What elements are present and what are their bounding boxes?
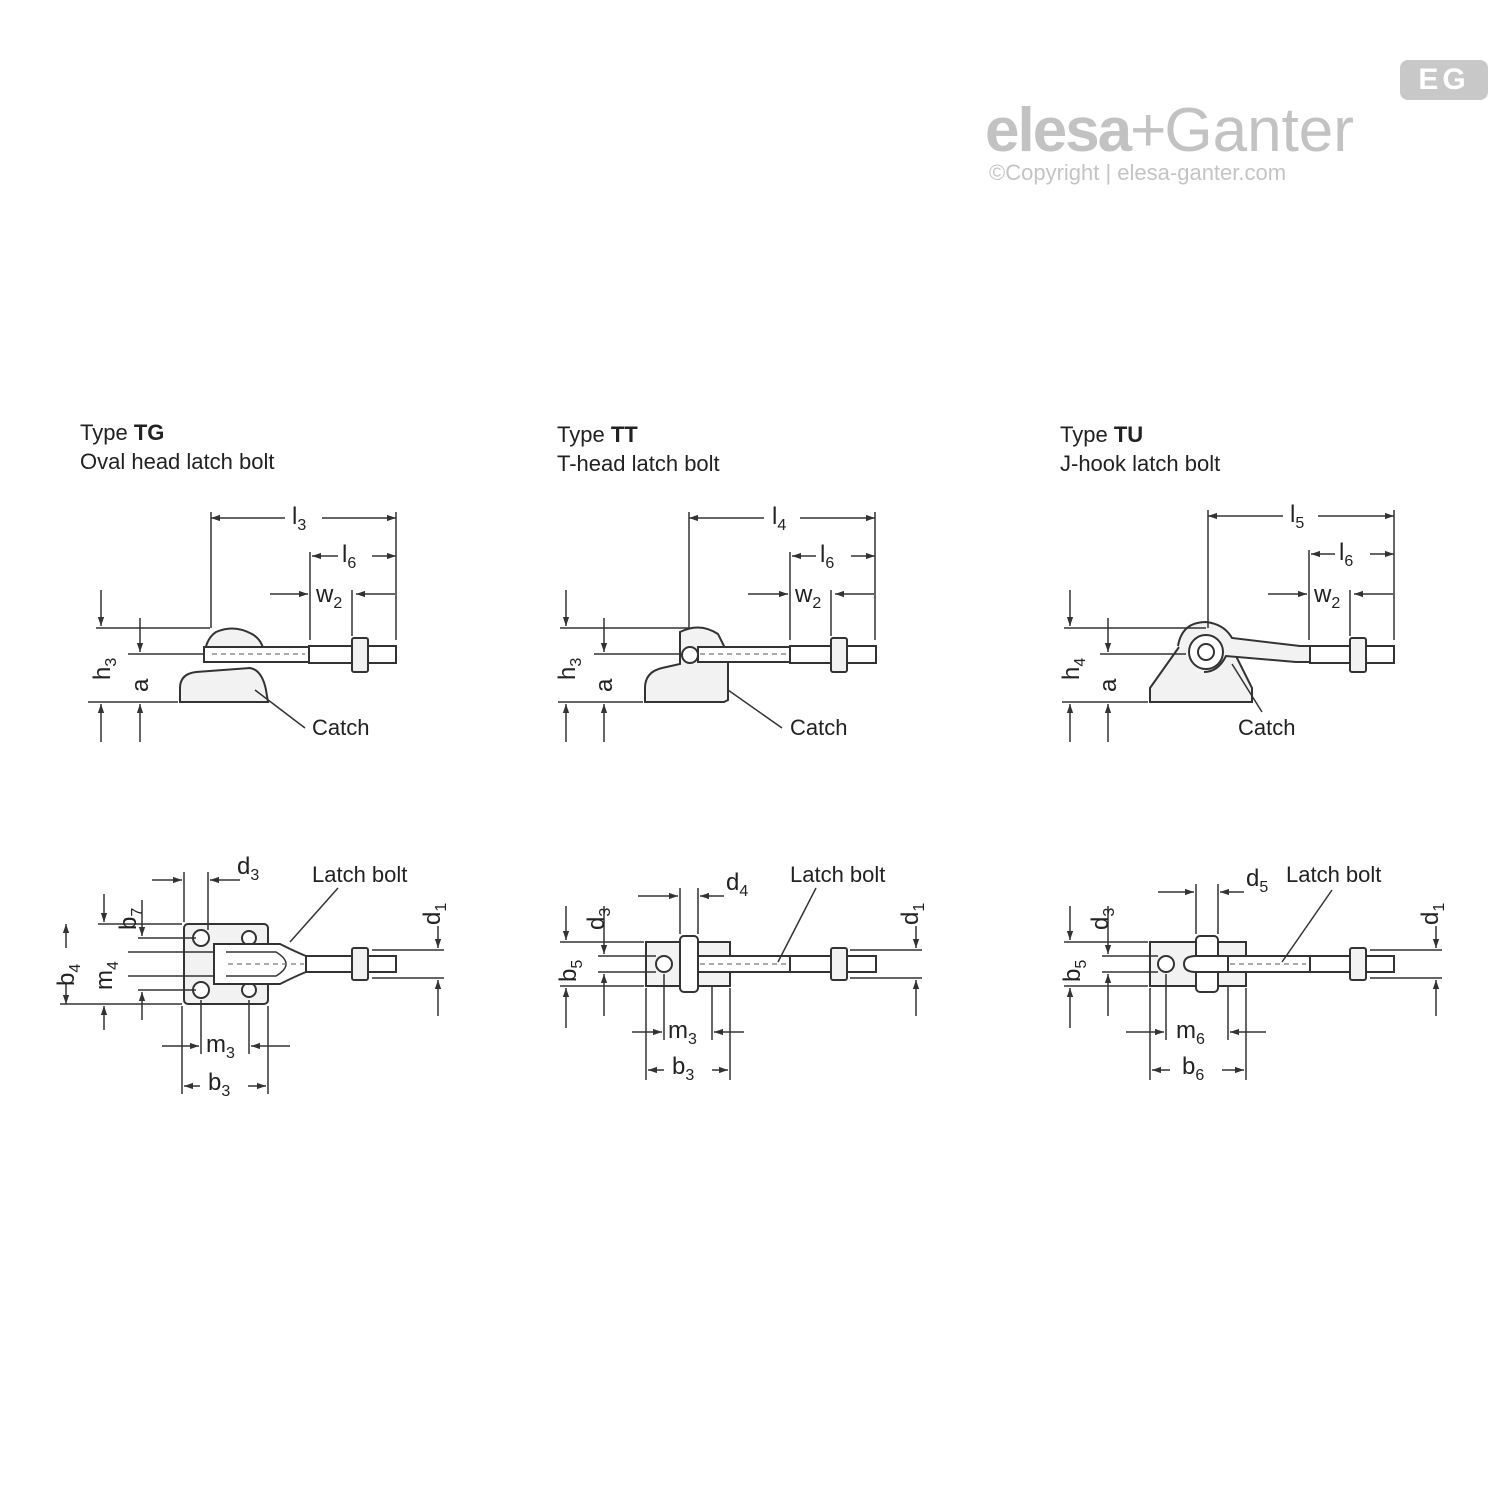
- brand-name-ganter: Ganter: [1164, 96, 1354, 165]
- tg-top-b7-label: b7: [115, 908, 146, 930]
- tt-top-view: Latch bolt d4 b5 d3 m3 b3 d1: [555, 862, 928, 1084]
- tt-catch-body: [644, 626, 729, 703]
- tt-top-d-label: d4: [726, 869, 748, 900]
- type-tt-prefix: Type: [557, 422, 611, 447]
- tu-side-h-label: h4: [1058, 658, 1089, 680]
- tg-top-m4-label: m4: [91, 961, 122, 990]
- tu-top-d1-label: d1: [1417, 903, 1448, 925]
- tu-top-view: Latch bolt d5 b5 d3 m6 b6 d1: [1059, 862, 1448, 1084]
- tt-t-head: [681, 646, 699, 664]
- tt-side-l6-label: l6: [820, 541, 834, 572]
- tg-side-view: Catch l3 l6 w2 h3 a: [88, 503, 397, 742]
- tg-side-h-label: h3: [89, 658, 120, 680]
- tu-side-a-label: a: [1095, 678, 1122, 692]
- tt-top-b3-label: b3: [672, 1053, 694, 1084]
- tt-top-nut: [830, 947, 848, 981]
- tt-side-view: Catch l4 l6 w2 h3 a: [554, 503, 877, 742]
- tg-side-a-label: a: [127, 678, 154, 692]
- tg-catch-label: Catch: [312, 715, 369, 740]
- type-tt-desc: T-head latch bolt: [557, 451, 720, 476]
- tt-top-t-bar: [679, 935, 699, 993]
- tg-top-b3-label: b3: [208, 1069, 230, 1100]
- type-tu-prefix: Type: [1060, 422, 1114, 447]
- tu-top-nut: [1349, 947, 1367, 981]
- type-tg-desc: Oval head latch bolt: [80, 449, 275, 474]
- type-tt-heading: Type TT T-head latch bolt: [557, 420, 720, 478]
- brand-name-elesa: elesa: [985, 96, 1132, 165]
- tu-top-d3-label: d3: [1087, 908, 1118, 930]
- tg-top-b4-label: b4: [53, 964, 84, 986]
- tt-top-d3-label: d3: [583, 908, 614, 930]
- tu-side-view: Catch l5 l6 w2 h4 a: [1058, 501, 1395, 742]
- tg-top-view: Latch bolt d3 m4 b7 b4 m3 b3: [53, 853, 450, 1100]
- copyright-text: ©Copyright | elesa-ganter.com: [989, 160, 1287, 185]
- tu-top-m6-label: m6: [1176, 1017, 1205, 1048]
- tt-catch-label: Catch: [790, 715, 847, 740]
- tu-catch-label: Catch: [1238, 715, 1295, 740]
- tg-top-latch-label: Latch bolt: [312, 862, 407, 887]
- tg-top-hole: [241, 982, 257, 998]
- tt-side-len-label: l4: [772, 503, 786, 534]
- tt-side-a-label: a: [591, 678, 618, 692]
- type-tu-heading: Type TU J-hook latch bolt: [1060, 420, 1220, 478]
- tu-side-l6-label: l6: [1339, 539, 1353, 570]
- tu-top-j-hook: [1182, 955, 1228, 973]
- tg-side-l6-label: l6: [342, 541, 356, 572]
- tt-top-d1-label: d1: [897, 903, 928, 925]
- tg-top-nut: [351, 947, 369, 981]
- tt-side-w2-label: w2: [794, 581, 821, 612]
- type-tg-prefix: Type: [80, 420, 134, 445]
- tu-top-latch-label: Latch bolt: [1286, 862, 1381, 887]
- tt-top-hole: [655, 955, 673, 973]
- brand-name-plus: +: [1130, 96, 1166, 165]
- tu-nut: [1349, 637, 1367, 673]
- type-tg-heading: Type TG Oval head latch bolt: [80, 418, 274, 476]
- tg-top-hole: [241, 930, 257, 946]
- brand-logo: EG elesa+Ganter ©Copyright | elesa-gante…: [985, 60, 1488, 190]
- type-tu-code: TU: [1113, 422, 1144, 447]
- tu-top-d-label: d5: [1246, 865, 1268, 896]
- tt-nut: [830, 637, 848, 673]
- eg-badge: EG: [1400, 60, 1488, 100]
- tt-top-latch-label: Latch bolt: [790, 862, 885, 887]
- tg-nut: [351, 637, 369, 673]
- tu-top-b5-label: b5: [1059, 960, 1090, 982]
- tt-top-b5-label: b5: [555, 960, 586, 982]
- tg-top-d-label: d3: [237, 853, 259, 884]
- tu-pivot-pin: [1197, 643, 1215, 661]
- tg-catch-base: [179, 666, 270, 703]
- tt-top-m3-label: m3: [668, 1017, 697, 1048]
- tu-top-b6-label: b6: [1182, 1053, 1204, 1084]
- brand-name: elesa+Ganter: [985, 100, 1354, 162]
- tg-side-len-label: l3: [292, 503, 306, 534]
- type-tt-code: TT: [610, 422, 638, 447]
- tg-top-m3-label: m3: [206, 1031, 235, 1062]
- type-tu-desc: J-hook latch bolt: [1060, 451, 1221, 476]
- type-tg-code: TG: [133, 420, 165, 445]
- tg-top-d1-label: d1: [419, 903, 450, 925]
- tu-side-len-label: l5: [1290, 501, 1304, 532]
- tg-side-w2-label: w2: [315, 581, 342, 612]
- tt-side-h-label: h3: [554, 658, 585, 680]
- tu-side-w2-label: w2: [1313, 581, 1340, 612]
- tu-top-hole: [1157, 955, 1175, 973]
